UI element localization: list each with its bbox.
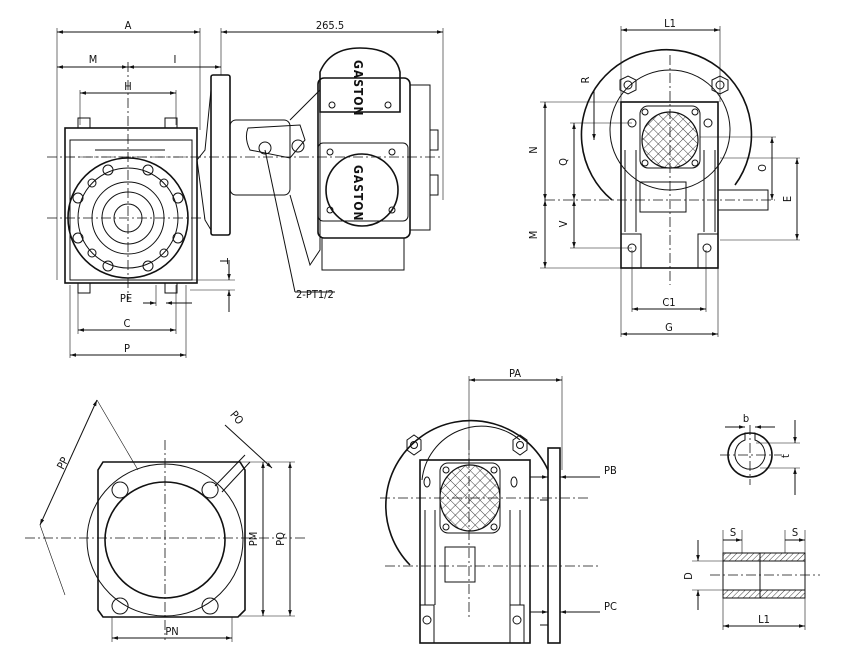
shaft-wall-bottom	[722, 589, 806, 599]
front-view: A 265.5 M I H	[47, 19, 444, 358]
dim-Q-label: Q	[557, 158, 570, 166]
dim-PA-label: PA	[509, 367, 521, 380]
dim-R-label: R	[579, 76, 592, 83]
air-port-2	[291, 139, 305, 153]
side-view: L1 N M Q V R O	[527, 17, 800, 337]
dim-M-label: M	[89, 53, 98, 66]
dim-PN-label: PN	[165, 625, 178, 638]
port-note: 2-PT1/2	[296, 288, 334, 301]
side-flange-arc-2	[385, 419, 549, 566]
dim-M-side-label: M	[527, 231, 540, 240]
front-cover	[325, 153, 399, 227]
dim-D-label: D	[682, 572, 695, 580]
dim-I-label: I	[174, 53, 177, 66]
input-flange	[210, 74, 231, 236]
dim-E-label: E	[781, 196, 794, 202]
dim-PO-label: PO	[227, 408, 246, 427]
keyway	[734, 432, 766, 470]
dim-t-label: t	[779, 454, 792, 458]
dim-overall-label: 265.5	[316, 19, 344, 32]
dim-L1-detail-label: L1	[758, 613, 770, 626]
dim-G-label: G	[665, 321, 673, 334]
dim-C1-label: C1	[662, 296, 675, 309]
air-port-1	[258, 141, 272, 155]
dim-V-label: V	[557, 220, 570, 227]
dim-PQ-label: PQ	[274, 532, 287, 546]
brand-top: GASTON	[351, 60, 365, 117]
dim-S-right-label: S	[792, 526, 798, 539]
side-housing-2	[419, 459, 531, 644]
dim-C-label: C	[124, 317, 131, 330]
dim-O-label: O	[756, 164, 769, 172]
dim-PM-label: PM	[247, 532, 260, 547]
flange-view: PP PO PM PQ PN	[25, 399, 305, 642]
dim-S-left-label: S	[730, 526, 736, 539]
dim-PE-label: PE	[120, 292, 132, 305]
dim-N-label: N	[527, 146, 540, 153]
dim-L1-label: L1	[664, 17, 676, 30]
brand-front: GASTON	[351, 165, 365, 222]
dim-PP-label: PP	[54, 455, 71, 472]
dim-P-label: P	[124, 342, 130, 355]
dim-T-label: T	[217, 257, 230, 265]
bolt-holes	[72, 164, 184, 272]
flange-side-view: PA PB PC	[380, 367, 617, 644]
dim-PC-label: PC	[604, 600, 617, 613]
top-cover	[319, 47, 401, 113]
flange-plate	[97, 461, 246, 618]
dim-PB-label: PB	[604, 464, 617, 477]
flange-plate-side	[547, 447, 561, 644]
dim-b-label: b	[743, 412, 749, 425]
gearbox-housing	[64, 127, 198, 284]
side-flange-arc	[580, 48, 753, 201]
side-housing	[620, 101, 719, 269]
dim-A-label: A	[125, 19, 132, 32]
shaft-wall-top	[722, 552, 806, 562]
shaft-detail: b t S S D L1	[682, 412, 820, 630]
